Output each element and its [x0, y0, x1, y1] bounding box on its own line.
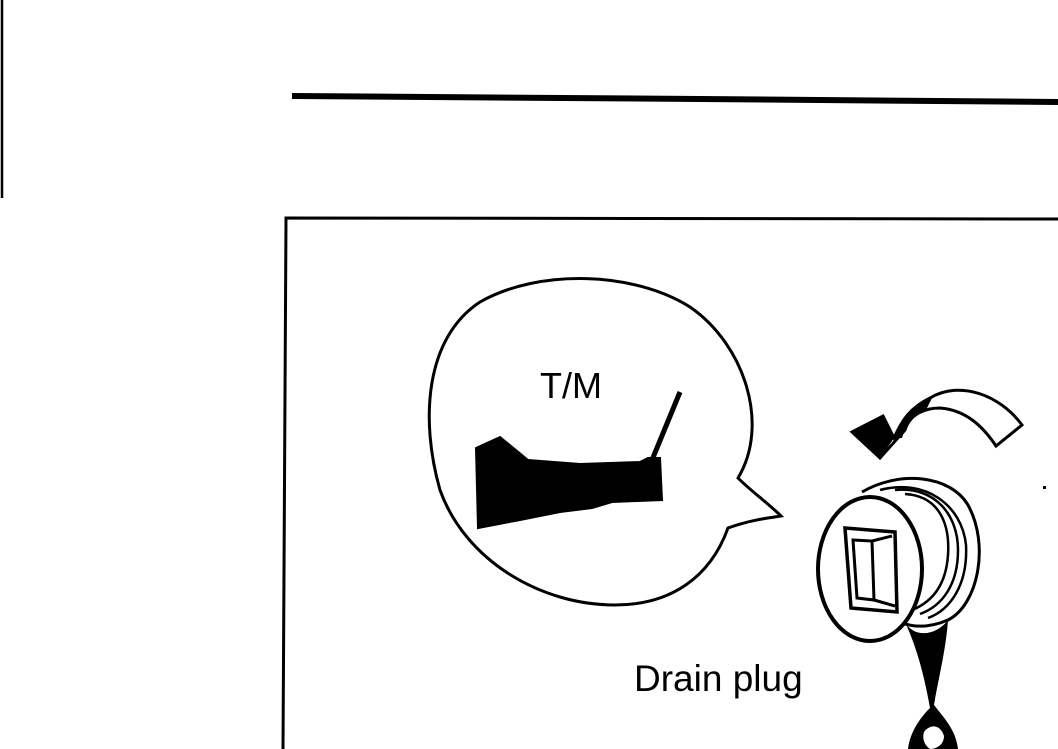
- plug-socket-edge: [871, 534, 893, 543]
- figure-frame: [281, 216, 1058, 749]
- drain-plug: [816, 476, 981, 643]
- stray-dot: [1043, 486, 1046, 489]
- arrow-shadow-inner: [894, 398, 932, 438]
- top-horizontal-rule: [291, 93, 1058, 105]
- plug-thread-1: [879, 485, 968, 620]
- dipstick-rod: [649, 391, 683, 461]
- plug-socket-inner: [851, 538, 876, 602]
- callout-bubble: [427, 277, 785, 607]
- plug-socket-edge-bottom: [873, 598, 896, 608]
- plug-thread-3: [904, 492, 950, 612]
- plug-thread-2: [894, 488, 960, 616]
- transmission-label: T/M: [540, 365, 602, 406]
- arrow-shadow: [852, 416, 894, 458]
- transmission-silhouette: [474, 435, 664, 530]
- drain-plug-label: Drain plug: [634, 658, 803, 699]
- oil-drip: [905, 620, 958, 749]
- oil-drip-highlight: [923, 726, 944, 749]
